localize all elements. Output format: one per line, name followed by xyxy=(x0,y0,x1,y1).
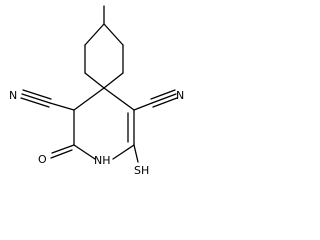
bond-ring2-to-nh xyxy=(112,144,135,160)
atom-label-nitrile-n-right: N xyxy=(176,89,184,102)
heterocycle-ring xyxy=(73,87,135,160)
bond-ring1-6 xyxy=(84,23,105,46)
bond-cn-left-triple-2 xyxy=(22,89,52,100)
atom-label-nitrile-n-left: N xyxy=(9,89,17,102)
bond-ring2-spiro-right xyxy=(103,87,135,111)
bond-cn-left-single xyxy=(49,102,75,111)
bond-ring1-1 xyxy=(103,23,124,46)
bond-cn-right-triple-3 xyxy=(152,97,178,108)
structure-canvas: N N O NH SH xyxy=(9,5,184,177)
carbonyl-group xyxy=(50,144,75,159)
bond-co-2 xyxy=(50,149,73,159)
bond-cn-right-triple-2 xyxy=(150,89,176,100)
bond-cn-left-triple-1 xyxy=(21,93,51,104)
bond-cn-right-triple-1 xyxy=(151,93,177,104)
bond-cn-right-single xyxy=(133,102,153,111)
bond-cn-left-triple-3 xyxy=(20,97,50,108)
bond-ring1-3 xyxy=(103,72,124,89)
molecule-structure-figure: N N O NH SH xyxy=(9,5,185,177)
atom-label-amide-nh: NH xyxy=(94,154,111,167)
nitrile-left xyxy=(20,89,75,111)
atom-label-thiol-sh: SH xyxy=(134,164,149,177)
bond-c-s xyxy=(133,144,139,163)
atom-label-carbonyl-o: O xyxy=(38,153,47,166)
bond-ring2-nh-carbonyl xyxy=(73,144,96,160)
bond-co-1 xyxy=(51,144,75,154)
nitrile-right xyxy=(133,89,178,111)
bond-ring2-spiro-left xyxy=(73,87,105,111)
bond-ring1-4 xyxy=(84,72,105,89)
cyclohexane-ring xyxy=(84,23,124,89)
